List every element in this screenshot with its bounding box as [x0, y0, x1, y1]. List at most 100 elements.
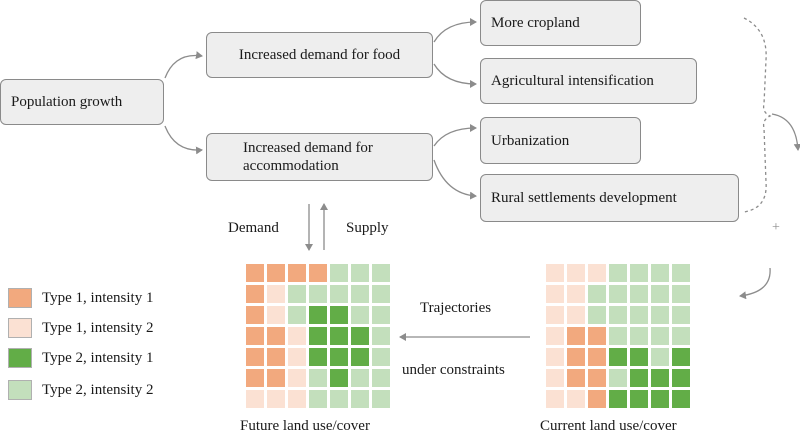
grid-cell	[246, 285, 264, 303]
grid-cell	[330, 369, 348, 387]
grid-cell	[330, 264, 348, 282]
legend-label: Type 1, intensity 1	[42, 289, 154, 306]
grid-cell	[267, 390, 285, 408]
plus-sign: +	[772, 220, 780, 235]
grid-cell	[288, 390, 306, 408]
grid-cell	[288, 285, 306, 303]
grid-cell	[546, 264, 564, 282]
grid-cell	[309, 306, 327, 324]
legend-item: Type 2, intensity 1	[8, 348, 153, 368]
grid-cell	[588, 369, 606, 387]
grid-cell	[609, 264, 627, 282]
grid-cell	[588, 285, 606, 303]
accommodation-demand-label: Increased demand for accommodation	[243, 140, 373, 174]
grid-cell	[630, 369, 648, 387]
grid-cell	[372, 369, 390, 387]
grid-cell	[630, 285, 648, 303]
grid-cell	[588, 348, 606, 366]
grid-cell	[372, 306, 390, 324]
grid-cell	[372, 285, 390, 303]
grid-cell	[546, 369, 564, 387]
population-growth-label: Population growth	[11, 94, 123, 110]
grid-cell	[651, 264, 669, 282]
grid-cell	[588, 264, 606, 282]
urbanization-box: Urbanization	[480, 117, 641, 164]
grid-cell	[267, 264, 285, 282]
grid-cell	[651, 306, 669, 324]
grid-cell	[351, 264, 369, 282]
grid-cell	[372, 327, 390, 345]
arrow-brace-down	[771, 113, 800, 151]
grid-cell	[372, 264, 390, 282]
grid-cell	[330, 306, 348, 324]
legend-item: Type 2, intensity 2	[8, 380, 153, 400]
grid-cell	[309, 264, 327, 282]
legend-swatch-type2-int2	[8, 380, 32, 400]
grid-cell	[609, 390, 627, 408]
urbanization-label: Urbanization	[491, 132, 570, 149]
grid-cell	[609, 327, 627, 345]
grid-cell	[567, 390, 585, 408]
grid-cell	[246, 306, 264, 324]
grid-cell	[546, 306, 564, 324]
grid-cell	[288, 306, 306, 324]
arrow-to-current	[739, 267, 771, 300]
grid-cell	[246, 327, 264, 345]
grid-cell	[351, 306, 369, 324]
grid-cell	[309, 348, 327, 366]
grid-cell	[651, 327, 669, 345]
food-demand-label: Increased demand for food	[238, 47, 401, 63]
grid-cell	[672, 390, 690, 408]
grid-cell	[672, 327, 690, 345]
legend-swatch-type1-int1	[8, 288, 32, 308]
population-growth-box: Population growth	[0, 79, 164, 125]
grid-cell	[672, 306, 690, 324]
grid-cell	[309, 327, 327, 345]
grid-cell	[372, 390, 390, 408]
current-land-use-label: Current land use/cover	[540, 418, 677, 434]
legend-label: Type 1, intensity 2	[42, 319, 154, 336]
grid-cell	[609, 369, 627, 387]
arrow-accommodation-to-rural	[433, 159, 477, 200]
legend-swatch-type1-int2	[8, 318, 32, 338]
grid-cell	[372, 348, 390, 366]
grid-cell	[351, 348, 369, 366]
cropland-box: More cropland	[480, 0, 641, 46]
grid-cell	[267, 306, 285, 324]
grid-cell	[546, 348, 564, 366]
intensification-box: Agricultural intensification	[480, 58, 697, 104]
legend-label: Type 2, intensity 2	[42, 381, 154, 398]
grid-cell	[351, 327, 369, 345]
grid-cell	[630, 306, 648, 324]
trajectories-label: Trajectories	[420, 300, 492, 316]
grid-cell	[330, 348, 348, 366]
grid-cell	[651, 369, 669, 387]
grid-cell	[246, 390, 264, 408]
grid-cell	[246, 369, 264, 387]
grid-cell	[567, 285, 585, 303]
grid-cell	[288, 369, 306, 387]
grid-cell	[567, 348, 585, 366]
rural-settlements-label: Rural settlements development	[491, 190, 677, 206]
grid-cell	[651, 390, 669, 408]
grid-cell	[351, 369, 369, 387]
grid-cell	[588, 390, 606, 408]
brace-bracket	[743, 17, 772, 213]
demand-label: Demand	[228, 220, 279, 236]
grid-cell	[609, 306, 627, 324]
legend-item: Type 1, intensity 1	[8, 288, 153, 308]
grid-cell	[672, 264, 690, 282]
arrow-population-to-accommodation	[164, 125, 203, 155]
grid-cell	[267, 348, 285, 366]
grid-cell	[567, 369, 585, 387]
accommodation-demand-box: Increased demand for accommodation	[206, 133, 433, 181]
rural-settlements-box: Rural settlements development	[480, 174, 739, 222]
grid-cell	[651, 348, 669, 366]
grid-cell	[651, 285, 669, 303]
grid-cell	[672, 285, 690, 303]
grid-cell	[630, 390, 648, 408]
legend-item: Type 1, intensity 2	[8, 318, 153, 338]
grid-cell	[609, 348, 627, 366]
grid-cell	[630, 264, 648, 282]
